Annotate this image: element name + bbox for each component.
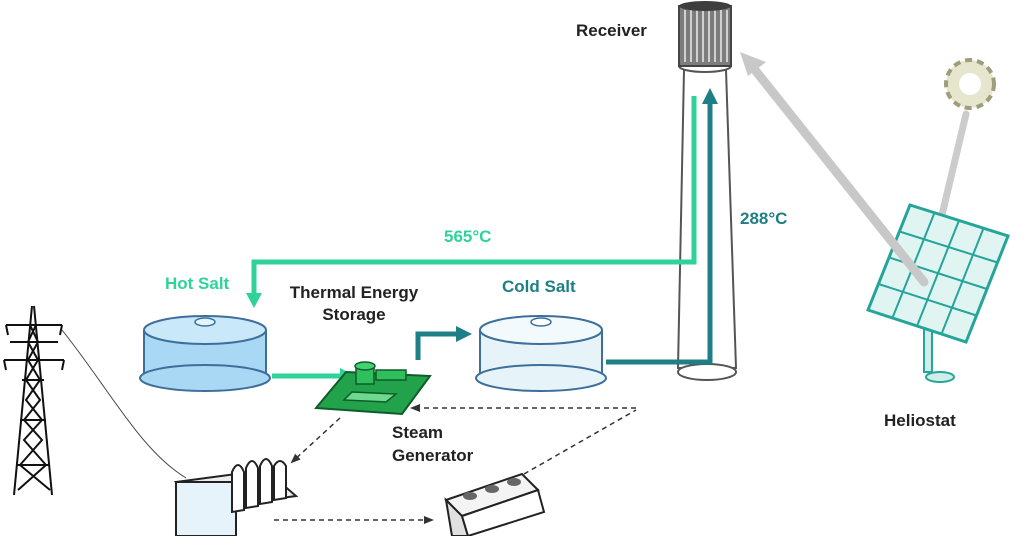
hot-salt-arrowhead: [246, 293, 262, 308]
reflected-ray-arrowhead: [740, 52, 766, 76]
hot-temperature-label: 565°C: [444, 227, 491, 246]
power-line: [61, 329, 187, 479]
thermal-storage-label-line1: Thermal Energy: [290, 283, 419, 302]
cold-salt-arrowhead: [702, 88, 718, 104]
solar-tower: [676, 69, 738, 381]
heliostat-label: Heliostat: [884, 411, 956, 430]
steam-generator-label-line2: Generator: [392, 446, 474, 465]
cold-temperature-label: 288°C: [740, 209, 787, 228]
hot-salt-label: Hot Salt: [165, 274, 230, 293]
sun-icon: [944, 58, 996, 110]
steam-generator-label-line1: Steam: [392, 423, 443, 442]
thermal-storage-label-line2: Storage: [322, 305, 385, 324]
hot-salt-tank: [139, 315, 271, 392]
turbine-icon: [173, 458, 299, 537]
hot-salt-pipe: [251, 96, 697, 295]
steam-to-cold-arrowhead: [456, 326, 472, 342]
water-steam-loop: [274, 404, 637, 524]
receiver-unit: [678, 1, 732, 73]
cold-salt-tank: [475, 315, 607, 392]
steam-to-cold-pipe: [415, 331, 458, 360]
condenser-icon: [444, 472, 546, 538]
steam-generator-unit: [313, 361, 432, 416]
cold-salt-label: Cold Salt: [502, 277, 576, 296]
reflected-ray-line: [750, 65, 929, 287]
heliostat-icon: [866, 203, 1010, 383]
cold-salt-pipe: [606, 104, 713, 365]
receiver-label: Receiver: [576, 21, 647, 40]
transmission-tower-icon: [3, 305, 65, 496]
